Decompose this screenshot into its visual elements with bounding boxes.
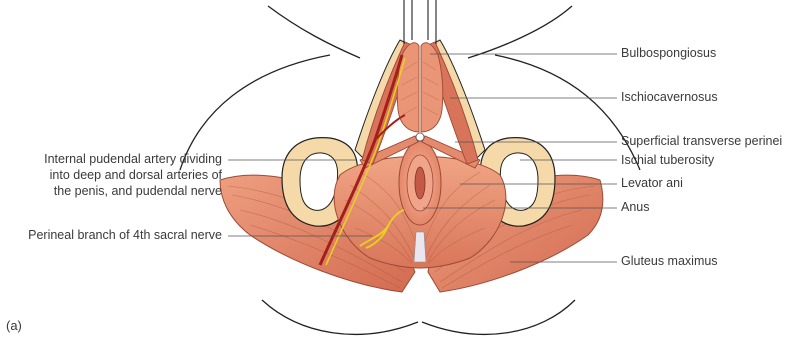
penile-root-outline [404,0,436,44]
label-ischial-tuberosity: Ischial tuberosity [621,153,714,168]
panel-letter: (a) [6,318,22,333]
label-internal-pudendal-line1: Internal pudendal artery dividing [44,152,222,167]
anococcygeal-body [414,232,426,262]
label-bulbospongiosus: Bulbospongiosus [621,46,716,61]
label-perineal-branch: Perineal branch of 4th sacral nerve [28,228,222,243]
label-gluteus-maximus: Gluteus maximus [621,254,718,269]
label-anus: Anus [621,200,650,215]
label-internal-pudendal-line2: into deep and dorsal arteries of [50,168,222,183]
anus-opening [415,167,425,199]
label-internal-pudendal-line3: the penis, and pudendal nerve [54,184,222,199]
anal-sphincter [399,141,441,225]
label-superficial-transverse-perinei: Superficial transverse perinei [621,134,782,149]
label-levator-ani: Levator ani [621,176,683,191]
label-ischiocavernosus: Ischiocavernosus [621,90,718,105]
bulbospongiosus [397,43,443,141]
perineal-body [416,133,424,141]
